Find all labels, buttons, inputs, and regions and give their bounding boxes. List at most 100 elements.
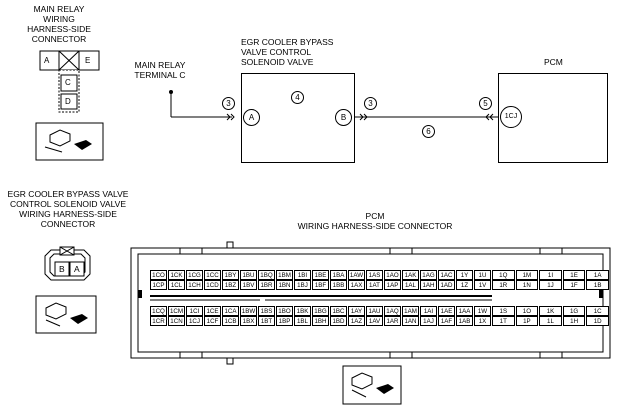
wire-number-3-right: 3 bbox=[364, 97, 377, 110]
egr-terminal-a: A bbox=[243, 109, 260, 126]
egr-valve-title-line-3: SOLENOID VALVE bbox=[241, 57, 314, 67]
pcm-pin-1k: 1K bbox=[539, 306, 562, 316]
pcm-pin-1ck: 1CK bbox=[168, 270, 185, 280]
pcm-pin-1g: 1G bbox=[562, 306, 586, 316]
pcm-pin-1t: 1T bbox=[492, 316, 515, 326]
main-relay-title-line-2: WIRING bbox=[43, 14, 75, 24]
wire-number-4: 4 bbox=[291, 91, 304, 104]
pcm-pin-1au: 1AU bbox=[366, 306, 383, 316]
pcm-pin-1bl: 1BL bbox=[294, 316, 311, 326]
pcm-pin-1av: 1AV bbox=[366, 316, 383, 326]
pcm-terminal-1cj: 1CJ bbox=[500, 106, 522, 128]
pcm-pin-1bo: 1BO bbox=[276, 306, 293, 316]
pcm-pin-1bj: 1BJ bbox=[294, 280, 311, 290]
wire-number-5: 5 bbox=[479, 97, 492, 110]
pcm-pin-1ab: 1AB bbox=[456, 316, 473, 326]
pcm-pin-1bf: 1BF bbox=[312, 280, 329, 290]
pcm-pin-1cb: 1CB bbox=[222, 316, 239, 326]
egr-connector-title-line-2: CONTROL SOLENOID VALVE bbox=[9, 199, 127, 209]
pcm-pin-1cc: 1CC bbox=[204, 270, 221, 280]
pcm-pin-1ad: 1AD bbox=[438, 280, 455, 290]
main-relay-pin-c: C bbox=[65, 78, 71, 87]
pcm-pin-1ce: 1CE bbox=[204, 306, 221, 316]
pcm-pin-1ak: 1AK bbox=[402, 270, 419, 280]
pcm-pin-1ax: 1AX bbox=[348, 280, 365, 290]
pcm-pin-1as: 1AS bbox=[366, 270, 383, 280]
pcm-pin-1bp: 1BP bbox=[276, 316, 293, 326]
pcm-pin-1aw: 1AW bbox=[348, 270, 365, 280]
pcm-pin-1bn: 1BN bbox=[276, 280, 293, 290]
pcm-pin-1bw: 1BW bbox=[240, 306, 257, 316]
pcm-connector-title: PCM WIRING HARNESS-SIDE CONNECTOR bbox=[270, 211, 480, 231]
pcm-pin-1x: 1X bbox=[474, 316, 491, 326]
egr-connector-title-line-4: CONNECTOR bbox=[40, 219, 96, 229]
pcm-pin-1ci: 1CI bbox=[186, 306, 203, 316]
pcm-pin-1ar: 1AR bbox=[384, 316, 401, 326]
pcm-pin-1cm: 1CM bbox=[168, 306, 185, 316]
pcm-pin-1z: 1Z bbox=[456, 280, 473, 290]
pcm-pin-1br: 1BR bbox=[258, 280, 275, 290]
egr-valve-title: EGR COOLER BYPASS VALVE CONTROL SOLENOID… bbox=[241, 37, 333, 67]
pcm-pin-1c: 1C bbox=[586, 306, 609, 316]
pcm-pin-1r: 1R bbox=[492, 280, 515, 290]
pcm-pin-1bv: 1BV bbox=[240, 280, 257, 290]
pcm-pin-1ac: 1AC bbox=[438, 270, 455, 280]
egr-connector-title: EGR COOLER BYPASS VALVE CONTROL SOLENOID… bbox=[5, 189, 131, 229]
pcm-pin-1ba: 1BA bbox=[330, 270, 347, 280]
pcm-pin-1aa: 1AA bbox=[456, 306, 473, 316]
main-relay-pin-e: E bbox=[85, 56, 91, 65]
main-relay-terminal-label: MAIN RELAY TERMINAL C bbox=[120, 60, 200, 80]
pcm-pin-1by: 1BY bbox=[222, 270, 239, 280]
pcm-pin-1ae: 1AE bbox=[438, 306, 455, 316]
egr-valve-title-line-1: EGR COOLER BYPASS bbox=[241, 37, 334, 47]
pcm-pin-1be: 1BE bbox=[312, 270, 329, 280]
pcm-pin-1e: 1E bbox=[562, 270, 586, 280]
wire-number-6: 6 bbox=[422, 125, 435, 138]
pcm-pin-1w: 1W bbox=[474, 306, 491, 316]
pcm-pin-1cg: 1CG bbox=[186, 270, 203, 280]
pcm-pin-1co: 1CO bbox=[150, 270, 167, 280]
main-relay-connector-title: MAIN RELAY WIRING HARNESS-SIDE CONNECTOR bbox=[14, 4, 104, 44]
pcm-pin-1p: 1P bbox=[515, 316, 539, 326]
pcm-connector-title-line-2: WIRING HARNESS-SIDE CONNECTOR bbox=[297, 221, 453, 231]
pcm-pin-1bx: 1BX bbox=[240, 316, 257, 326]
pcm-pin-1h: 1H bbox=[562, 316, 586, 326]
pcm-pin-1ch: 1CH bbox=[186, 280, 203, 290]
pcm-pin-1u: 1U bbox=[474, 270, 491, 280]
main-relay-title-line-4: CONNECTOR bbox=[31, 34, 87, 44]
pcm-pin-1ap: 1AP bbox=[384, 280, 401, 290]
pcm-pin-1ca: 1CA bbox=[222, 306, 239, 316]
pcm-pin-1bd: 1BD bbox=[330, 316, 347, 326]
pcm-pin-1bm: 1BM bbox=[276, 270, 293, 280]
pcm-pin-1az: 1AZ bbox=[348, 316, 365, 326]
pcm-pin-1cd: 1CD bbox=[204, 280, 221, 290]
pcm-pin-1bk: 1BK bbox=[294, 306, 311, 316]
pcm-pin-1ah: 1AH bbox=[420, 280, 437, 290]
pcm-pin-1cq: 1CQ bbox=[150, 306, 167, 316]
pcm-pin-1bh: 1BH bbox=[312, 316, 329, 326]
pcm-pin-1cj: 1CJ bbox=[186, 316, 203, 326]
pcm-pin-1cr: 1CR bbox=[150, 316, 167, 326]
pcm-pin-1bg: 1BG bbox=[312, 306, 329, 316]
pcm-pin-1bi: 1BI bbox=[294, 270, 311, 280]
pcm-pin-1bu: 1BU bbox=[240, 270, 257, 280]
pcm-pin-1af: 1AF bbox=[438, 316, 455, 326]
pcm-connector-title-line-1: PCM bbox=[365, 211, 385, 221]
pcm-pin-1am: 1AM bbox=[402, 306, 419, 316]
pcm-pin-1ag: 1AG bbox=[420, 270, 437, 280]
egr-connector-pin-a: A bbox=[74, 264, 80, 274]
egr-connector-pin-b: B bbox=[59, 264, 65, 274]
main-relay-title-line-1: MAIN RELAY bbox=[33, 4, 85, 14]
pcm-pin-1f: 1F bbox=[562, 280, 586, 290]
pcm-pin-1j: 1J bbox=[539, 280, 562, 290]
pcm-pin-1l: 1L bbox=[539, 316, 562, 326]
pcm-pin-1q: 1Q bbox=[492, 270, 515, 280]
pcm-pin-1s: 1S bbox=[492, 306, 515, 316]
wire-number-3-left: 3 bbox=[222, 97, 235, 110]
pcm-pin-1bb: 1BB bbox=[330, 280, 347, 290]
pcm-pin-1aj: 1AJ bbox=[420, 316, 437, 326]
pcm-pin-1bs: 1BS bbox=[258, 306, 275, 316]
pcm-pin-1d: 1D bbox=[586, 316, 609, 326]
pcm-pin-1ay: 1AY bbox=[348, 306, 365, 316]
